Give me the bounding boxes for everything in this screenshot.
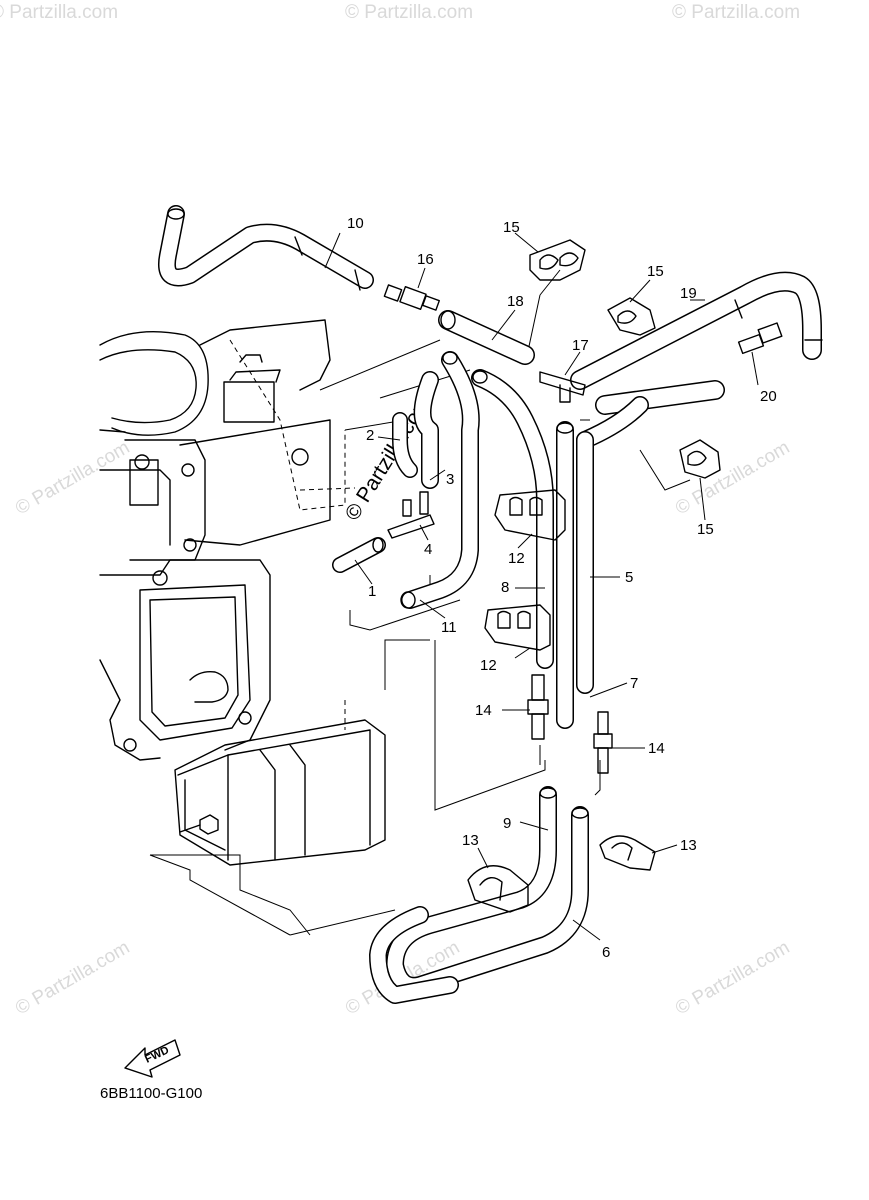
engine-block [99,319,356,761]
label-part-3: 3 [446,471,454,488]
label-part-13-left: 13 [462,832,479,849]
label-part-11: 11 [441,619,457,636]
hose-6-9 [369,786,589,1004]
hose-10 [158,205,374,291]
diagram-code: 6BB1100-G100 [100,1085,202,1102]
connector-14-right [593,711,613,774]
watermark-left-upper: © Partzilla.com [12,437,133,519]
joint-4 [387,491,435,539]
watermarks: © Partzilla.com © Partzilla.com © Partzi… [0,2,800,1019]
hose-18 [438,310,535,365]
watermark-top-left: © Partzilla.com [0,2,118,23]
watermark-top-mid: © Partzilla.com [345,2,473,23]
label-part-4: 4 [424,541,432,558]
label-part-10: 10 [347,215,364,232]
canister [174,700,386,866]
label-part-5: 5 [625,569,633,586]
label-part-12-upper: 12 [508,550,525,567]
label-part-13-right: 13 [680,837,697,854]
label-part-8: 8 [501,579,509,596]
label-part-15-top: 15 [503,219,520,236]
label-part-15-right: 15 [647,263,664,280]
label-part-7: 7 [630,675,638,692]
label-part-12-lower: 12 [480,657,497,674]
connector-16 [383,284,440,311]
watermark-top-right: © Partzilla.com [672,2,800,23]
fwd-label: FWD [143,1044,171,1065]
label-leaders [324,232,759,941]
label-part-19: 19 [680,285,697,302]
label-part-1: 1 [368,583,376,600]
label-part-6: 6 [602,944,610,961]
label-part-16: 16 [417,251,434,268]
label-part-18: 18 [507,293,524,310]
hose-8 [471,369,554,669]
t-joint-17 [539,371,586,403]
watermark-right-lower: © Partzilla.com [672,937,793,1019]
label-part-20: 20 [760,388,777,405]
label-part-15-lower: 15 [697,521,714,538]
label-part-2: 2 [366,427,374,444]
label-part-9: 9 [503,815,511,832]
clip-15-right-upper [607,297,656,336]
connector-14-left [527,674,549,740]
hose-2 [392,412,418,478]
clip-13-right [599,835,656,871]
label-part-14-left: 14 [475,702,492,719]
watermark-left-lower: © Partzilla.com [12,937,133,1019]
pipe-1 [332,537,386,573]
hose-19 [570,271,823,415]
part-labels: 10 16 15 15 19 18 17 20 2 3 4 1 11 12 8 … [347,215,777,961]
clip-12-lower [484,604,551,651]
fwd-arrow-icon: FWD [124,1039,181,1078]
watermark-right-upper: © Partzilla.com [672,437,793,519]
hose-11 [400,351,480,609]
hose-5 [556,396,649,729]
clip-15-top [529,239,586,281]
clip-12-upper [494,489,566,541]
connector-20 [737,322,783,355]
clip-13-left [467,865,529,913]
label-part-14-right: 14 [648,740,665,757]
clip-15-right-lower [679,439,721,479]
label-part-17: 17 [572,337,589,354]
